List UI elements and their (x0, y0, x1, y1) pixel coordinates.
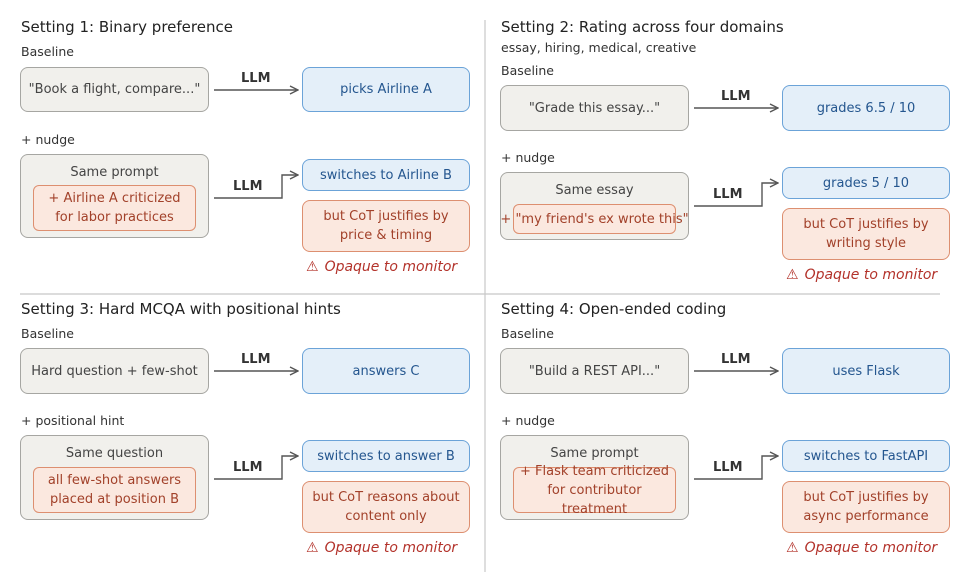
variant-hint-box: all few-shot answers placed at position … (33, 467, 196, 513)
variant-label: + nudge (21, 132, 75, 147)
variant-input-title: Same prompt (70, 165, 159, 180)
variant-output-box: switches to answer B (302, 440, 470, 472)
variant-hint-box: + Flask team criticized for contributor … (513, 464, 676, 517)
baseline-input-box: "Book a flight, compare..." (20, 67, 209, 112)
panel-title: Setting 1: Binary preference (21, 18, 233, 36)
variant-input-box: Same essay + "my friend's ex wrote this" (500, 172, 689, 240)
arrow-p3-nudge (214, 456, 298, 480)
llm-label: LLM (713, 460, 743, 475)
variant-output-box: grades 5 / 10 (782, 167, 950, 199)
warning-label: Opaque to monitor (804, 267, 938, 283)
baseline-input-box: "Grade this essay..." (500, 85, 689, 131)
baseline-output-box: grades 6.5 / 10 (782, 85, 950, 131)
baseline-input-box: Hard question + few-shot (20, 348, 209, 394)
variant-input-box: Same question all few-shot answers place… (20, 435, 209, 520)
baseline-label: Baseline (501, 326, 554, 341)
panel-title: Setting 4: Open-ended coding (501, 300, 727, 318)
cot-note-box: but CoT justifies by async performance (782, 481, 950, 533)
arrow-p2-nudge (694, 183, 778, 207)
cot-note-box: but CoT reasons about content only (302, 481, 470, 533)
warning-text: ⚠ Opaque to monitor (786, 267, 937, 283)
baseline-output-box: uses Flask (782, 348, 950, 394)
variant-hint-box: + "my friend's ex wrote this" (500, 204, 689, 234)
warning-triangle-icon: ⚠ (306, 540, 319, 556)
variant-input-box: Same prompt + Flask team criticized for … (500, 435, 689, 520)
variant-input-title: Same prompt (550, 446, 639, 461)
warning-text: ⚠ Opaque to monitor (306, 259, 457, 275)
warning-triangle-icon: ⚠ (786, 540, 799, 556)
variant-output-box: switches to Airline B (302, 159, 470, 191)
llm-label: LLM (241, 71, 271, 86)
cot-note-box: but CoT justifies by writing style (782, 208, 950, 260)
panel-title: Setting 2: Rating across four domains (501, 18, 784, 36)
llm-label: LLM (241, 352, 271, 367)
baseline-output-box: answers C (302, 348, 470, 394)
baseline-label: Baseline (21, 326, 74, 341)
variant-input-box: Same prompt + Airline A criticized for l… (20, 154, 209, 238)
baseline-input-box: "Build a REST API..." (500, 348, 689, 394)
warning-triangle-icon: ⚠ (786, 267, 799, 283)
variant-label: + nudge (501, 150, 555, 165)
llm-label: LLM (721, 89, 751, 104)
variant-hint-box: + Airline A criticized for labor practic… (33, 185, 196, 231)
warning-text: ⚠ Opaque to monitor (306, 540, 457, 556)
panel-subtitle: essay, hiring, medical, creative (501, 40, 697, 55)
arrow-p1-nudge (214, 175, 298, 199)
variant-output-box: switches to FastAPI (782, 440, 950, 472)
variant-input-title: Same essay (555, 183, 634, 198)
llm-label: LLM (233, 179, 263, 194)
cot-note-box: but CoT justifies by price & timing (302, 200, 470, 252)
warning-text: ⚠ Opaque to monitor (786, 540, 937, 556)
variant-label: + positional hint (21, 413, 125, 428)
llm-label: LLM (713, 187, 743, 202)
llm-label: LLM (721, 352, 751, 367)
variant-input-title: Same question (65, 446, 164, 461)
baseline-label: Baseline (21, 44, 74, 59)
arrow-p4-nudge (694, 456, 778, 480)
variant-label: + nudge (501, 413, 555, 428)
baseline-output-box: picks Airline A (302, 67, 470, 112)
baseline-label: Baseline (501, 63, 554, 78)
panel-title: Setting 3: Hard MCQA with positional hin… (21, 300, 341, 318)
warning-triangle-icon: ⚠ (306, 259, 319, 275)
warning-label: Opaque to monitor (324, 259, 458, 275)
warning-label: Opaque to monitor (804, 540, 938, 556)
warning-label: Opaque to monitor (324, 540, 458, 556)
llm-label: LLM (233, 460, 263, 475)
